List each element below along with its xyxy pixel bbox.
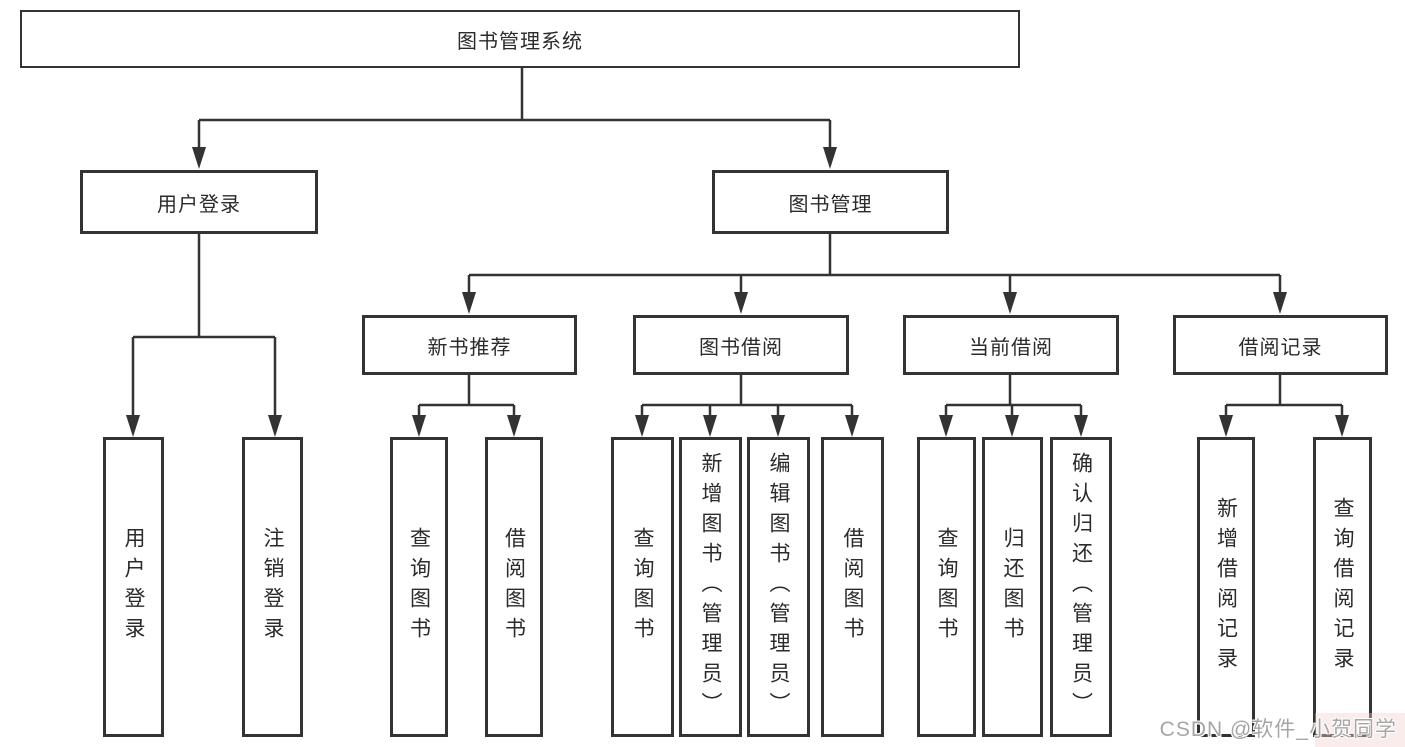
arrowhead-icon xyxy=(1335,415,1349,437)
node-label: 查询图书 xyxy=(935,527,958,647)
leaf-logout: 注销登录 xyxy=(242,437,303,737)
leaf-query-books-1: 查询图书 xyxy=(390,437,448,737)
leaf-borrow-books-2: 借阅图书 xyxy=(821,437,884,737)
leaf-add-borrow-record: 新增借阅记录 xyxy=(1197,437,1255,737)
arrowhead-icon xyxy=(823,147,837,169)
arrowhead-icon xyxy=(268,415,282,437)
watermark: CSDN @软件_小贺同学 xyxy=(1159,718,1397,741)
node-label: 确认归还（管理员） xyxy=(1069,452,1093,722)
node-label: 注销登录 xyxy=(261,527,284,647)
connector-user-login-children xyxy=(126,233,282,437)
connector-root-to-level2 xyxy=(192,68,837,169)
arrowhead-icon xyxy=(734,292,748,314)
arrowhead-icon xyxy=(507,415,521,437)
node-label: 归还图书 xyxy=(1001,527,1024,647)
arrowhead-icon xyxy=(635,415,649,437)
node-library-management-system: 图书管理系统 xyxy=(20,10,1020,68)
connector-book-management-children xyxy=(462,233,1287,314)
node-label: 查询借阅记录 xyxy=(1331,497,1354,677)
arrowhead-icon xyxy=(1219,415,1233,437)
arrowhead-icon xyxy=(845,415,859,437)
leaf-query-books-3: 查询图书 xyxy=(917,437,976,737)
node-label: 借阅记录 xyxy=(1238,336,1323,359)
node-current-borrowing: 当前借阅 xyxy=(903,315,1119,375)
node-label: 图书管理系统 xyxy=(457,30,583,53)
node-label: 当前借阅 xyxy=(969,336,1053,359)
arrowhead-icon xyxy=(126,415,140,437)
node-label: 查询图书 xyxy=(407,527,431,647)
node-label: 新增图书（管理员） xyxy=(699,452,722,722)
node-label: 用户登录 xyxy=(157,193,241,216)
leaf-edit-books-admin: 编辑图书（管理员） xyxy=(747,437,810,737)
leaf-user-login: 用户登录 xyxy=(103,437,164,737)
connector-new-book-children xyxy=(412,375,521,437)
node-label: 图书管理 xyxy=(788,193,873,216)
arrowhead-icon xyxy=(1273,292,1287,314)
node-new-book-recommendation: 新书推荐 xyxy=(362,315,577,375)
node-label: 编辑图书（管理员） xyxy=(767,452,790,722)
node-label: 查询图书 xyxy=(631,527,654,647)
node-label: 借阅图书 xyxy=(502,527,526,647)
node-label: 图书借阅 xyxy=(699,336,783,359)
connector-borrow-records-children xyxy=(1219,375,1349,437)
leaf-query-borrow-record: 查询借阅记录 xyxy=(1313,437,1372,737)
leaf-add-books-admin: 新增图书（管理员） xyxy=(679,437,742,737)
node-label: 新书推荐 xyxy=(427,336,512,359)
node-book-borrowing: 图书借阅 xyxy=(633,315,849,375)
node-borrowing-records: 借阅记录 xyxy=(1173,315,1388,375)
arrowhead-icon xyxy=(1003,292,1017,314)
arrowhead-icon xyxy=(412,415,426,437)
arrowhead-icon xyxy=(192,147,206,169)
arrowhead-icon xyxy=(1074,415,1088,437)
node-label: 借阅图书 xyxy=(841,527,864,647)
watermark-tint xyxy=(1315,713,1405,747)
arrowhead-icon xyxy=(939,415,953,437)
connector-current-borrow-children xyxy=(939,375,1088,437)
leaf-borrow-books-1: 借阅图书 xyxy=(485,437,543,737)
node-label: 新增借阅记录 xyxy=(1214,497,1238,677)
node-user-login: 用户登录 xyxy=(80,170,318,234)
arrowhead-icon xyxy=(771,415,785,437)
arrowhead-icon xyxy=(462,292,476,314)
node-book-management: 图书管理 xyxy=(712,170,949,234)
node-label: 用户登录 xyxy=(122,527,145,647)
leaf-return-books: 归还图书 xyxy=(982,437,1043,737)
leaf-query-books-2: 查询图书 xyxy=(611,437,674,737)
leaf-confirm-return-admin: 确认归还（管理员） xyxy=(1050,437,1112,737)
arrowhead-icon xyxy=(1005,415,1019,437)
connector-book-borrow-children xyxy=(635,375,859,437)
arrowhead-icon xyxy=(703,415,717,437)
